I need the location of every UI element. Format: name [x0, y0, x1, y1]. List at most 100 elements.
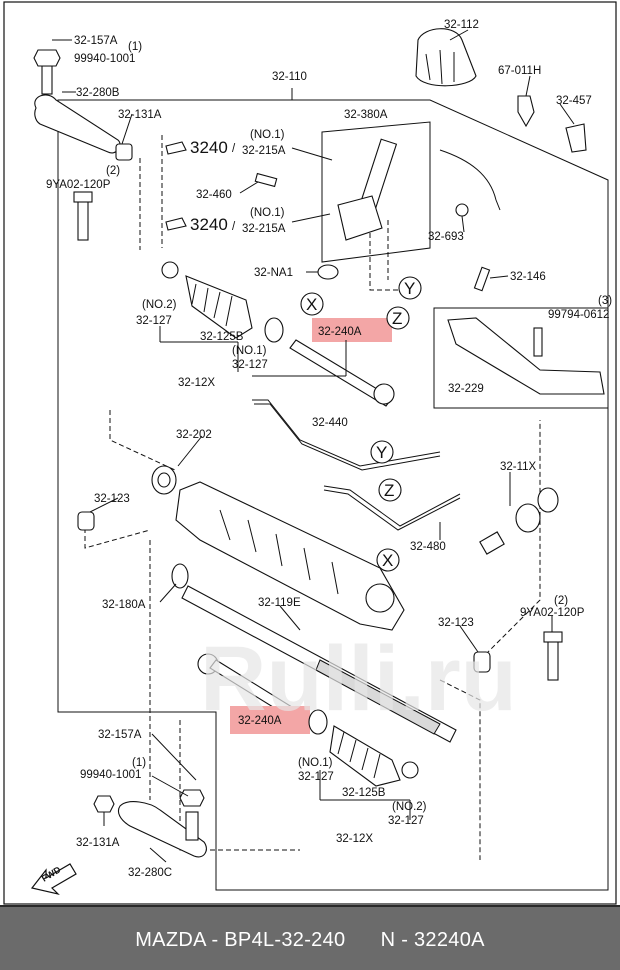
label-no2-right: (2) [554, 595, 568, 607]
label-32-125b-a: 32-125B [200, 331, 244, 343]
label-32-240a-bottom: 32-240A [238, 715, 282, 727]
label-3240-a: 3240 [190, 138, 228, 157]
fwd-arrow-icon [30, 863, 77, 896]
label-no3: (3) [598, 295, 612, 307]
label-32-110: 32-110 [272, 71, 307, 83]
label-no1-bottom: (1) [132, 757, 146, 769]
inner-tie-rod-upper [289, 339, 395, 407]
label-32-127-a: 32-127 [136, 315, 172, 327]
bracket-32-457 [565, 123, 587, 153]
label-32-112: 32-112 [444, 19, 479, 31]
label-no2: (2) [106, 165, 120, 177]
label-32-460: 32-460 [196, 189, 232, 201]
label-32-440: 32-440 [312, 417, 348, 429]
label-32-215a-a: 32-215A [242, 145, 286, 157]
label-32-12x-b: 32-12X [336, 833, 373, 845]
label-no1-a: (NO.1) [250, 129, 285, 141]
label-32-180a: 32-180A [102, 599, 146, 611]
label-slash-a: / [232, 143, 236, 155]
label-32-229: 32-229 [448, 383, 484, 395]
highlight-upper [312, 318, 392, 342]
watermark: Rulli.ru [200, 628, 517, 730]
gear-housing [175, 481, 405, 631]
inner-tie-rod-lower [197, 653, 301, 721]
label-67-011h: 67-011H [498, 65, 541, 77]
label-32-12x-a: 32-12X [178, 377, 215, 389]
label-32-280b: 32-280B [76, 87, 120, 99]
dash-guide [479, 420, 541, 661]
bushing-32-123-left [77, 511, 95, 531]
bolt-32-146 [473, 266, 491, 292]
bracket-32-229 [447, 317, 605, 395]
valve-parts-32-11x [479, 487, 559, 555]
footer-text: MAZDA - BP4L-32-240 N - 32240A [135, 929, 485, 951]
dash-guide [109, 410, 176, 471]
callout-circles: X Y Z Y Z X [300, 276, 422, 572]
dash-guide [439, 679, 481, 860]
assembly-outline [57, 99, 609, 891]
label-32-480: 32-480 [410, 541, 446, 553]
dash-guide [84, 528, 151, 549]
watermark-text: Rulli.ru [200, 628, 517, 730]
label-no1: (1) [128, 41, 142, 53]
dust-boot-top [415, 28, 477, 87]
label-99940-1001: 99940-1001 [74, 53, 135, 65]
bolt-99794 [533, 327, 543, 357]
circle-x-mid [376, 548, 400, 572]
label-32-125b-b: 32-125B [342, 787, 386, 799]
label-no1-127c: (NO.1) [298, 757, 333, 769]
dash-guide [369, 225, 400, 291]
label-3240-b: 3240 [190, 215, 228, 234]
label-32-380a: 32-380A [344, 109, 388, 121]
circle-x-top [300, 292, 324, 316]
circle-y-mid [370, 440, 394, 464]
circle-y-top [398, 276, 422, 300]
label-32-131a: 32-131A [118, 109, 162, 121]
label-32-240a-top: 32-240A [318, 326, 362, 338]
label-32-157a: 32-157A [74, 35, 118, 47]
label-32-123-b: 32-123 [438, 617, 474, 629]
label-no2-127d: (NO.2) [392, 801, 427, 813]
label-32-457: 32-457 [556, 95, 592, 107]
circle-y-mid-label: Y [376, 443, 387, 462]
circle-z-mid [378, 478, 402, 502]
label-slash-b: / [232, 221, 236, 233]
footer-bar: MAZDA - BP4L-32-240 N - 32240A [0, 905, 620, 970]
label-9ya02-120p-right: 9YA02-120P [520, 607, 585, 619]
label-32-11x: 32-11X [500, 461, 537, 473]
label-32-202: 32-202 [176, 429, 212, 441]
label-9ya02-120p: 9YA02-120P [46, 179, 111, 191]
label-32-280c: 32-280C [128, 867, 172, 879]
label-32-127-b: 32-127 [232, 359, 268, 371]
label-32-123-a: 32-123 [94, 493, 130, 505]
label-32-157a-bottom: 32-157A [98, 729, 142, 741]
label-no1-127: (NO.1) [232, 345, 267, 357]
valve-box [321, 121, 431, 263]
circle-x-top-label: X [306, 295, 317, 314]
washer-32-na1 [317, 264, 339, 280]
part-labels: 32-157A (1) 99940-1001 32-280B 32-131A (… [40, 19, 612, 884]
bellows-upper [161, 261, 284, 343]
tie-rod-end-right [93, 789, 207, 858]
circle-y-top-label: Y [404, 279, 415, 298]
diagram-frame [3, 1, 617, 905]
pipe-32-440-b [254, 403, 441, 471]
leader-lines [58, 29, 575, 863]
rack-32-119e [181, 585, 457, 743]
pointer-hand-icon [165, 217, 187, 231]
highlight-lower [230, 706, 310, 734]
label-32-na1: 32-NA1 [254, 267, 293, 279]
label-no1-b: (NO.1) [250, 207, 285, 219]
label-32-127-c: 32-127 [298, 771, 334, 783]
circle-z-mid-label: Z [384, 481, 394, 500]
pinion-valve [337, 138, 501, 241]
pipe-32-480 [323, 485, 461, 527]
pipe-32-480-b [323, 489, 461, 531]
pointer-hand-icon [165, 141, 187, 155]
bolt-left [73, 191, 93, 241]
bellows-lower [308, 709, 419, 787]
label-no2-127: (NO.2) [142, 299, 177, 311]
bracket-box [433, 307, 609, 409]
clip-67-011h [517, 95, 535, 128]
bolt-32-460 [254, 172, 278, 188]
